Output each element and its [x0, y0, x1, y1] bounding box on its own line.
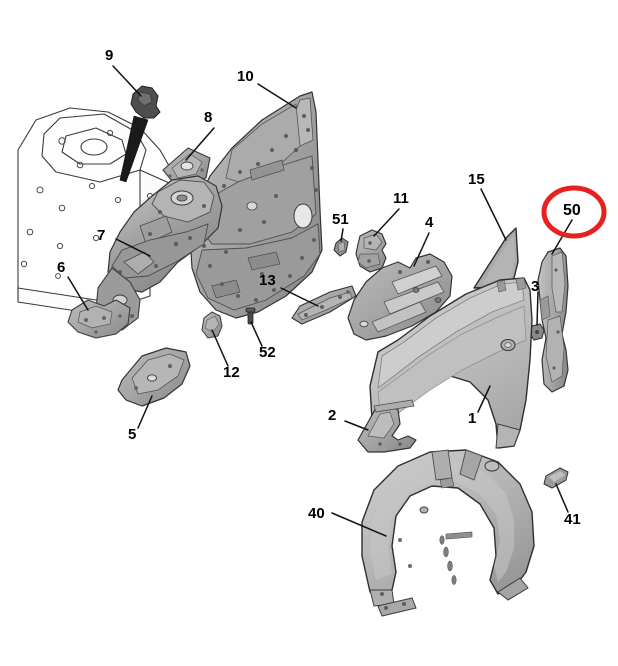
- part-2-lower-bracket[interactable]: [357, 399, 417, 453]
- part-7-suspension-turret-assembly[interactable]: [95, 175, 223, 331]
- callout-label-12[interactable]: 12: [223, 364, 240, 381]
- callout-label-15[interactable]: 15: [468, 171, 485, 188]
- part-50-front-rail-reinforcement[interactable]: [537, 247, 569, 393]
- callout-label-7[interactable]: 7: [97, 227, 106, 244]
- leader-40: [331, 512, 387, 537]
- callout-label-50[interactable]: 50: [563, 202, 581, 219]
- callout-label-11[interactable]: 11: [393, 190, 409, 207]
- part-13-strip-reinforcement[interactable]: [291, 285, 357, 325]
- leader-41: [555, 483, 569, 513]
- callout-label-1[interactable]: 1: [468, 410, 477, 427]
- leader-5: [137, 395, 153, 429]
- callout-label-2[interactable]: 2: [328, 407, 337, 424]
- leader-10: [257, 83, 297, 109]
- leader-4: [413, 232, 430, 267]
- leader-51: [340, 228, 344, 242]
- leader-13: [280, 287, 319, 307]
- leader-lines: [67, 65, 573, 537]
- leader-15: [480, 188, 507, 241]
- leader-1: [477, 385, 491, 413]
- leader-12: [211, 329, 229, 367]
- callout-label-52[interactable]: 52: [259, 344, 276, 361]
- leader-2: [344, 420, 369, 431]
- callout-label-41[interactable]: 41: [564, 511, 581, 528]
- part-11-mounting-bracket[interactable]: [355, 229, 387, 273]
- callout-label-40[interactable]: 40: [308, 505, 325, 522]
- part-10-front-pillar-inner-panel[interactable]: [189, 91, 323, 319]
- part-4-inner-reinforcement-bracket[interactable]: [347, 253, 453, 341]
- part-52-pin-fastener[interactable]: [245, 307, 256, 325]
- callout-label-51[interactable]: 51: [332, 211, 349, 228]
- leader-7: [115, 238, 151, 257]
- part-6-small-gusset[interactable]: [67, 299, 131, 339]
- leader-3: [536, 291, 539, 326]
- part-51-small-stud-clip[interactable]: [333, 237, 349, 257]
- callout-label-3[interactable]: 3: [531, 278, 540, 295]
- callout-label-9[interactable]: 9: [105, 47, 114, 64]
- part-41-liner-clip[interactable]: [543, 467, 569, 489]
- callout-label-5[interactable]: 5: [128, 426, 137, 443]
- part-40-wheel-arch-liner[interactable]: [361, 449, 535, 617]
- callout-label-4[interactable]: 4: [425, 214, 434, 231]
- callout-label-13[interactable]: 13: [259, 272, 276, 289]
- part-15-corner-trim-panel[interactable]: [473, 227, 519, 289]
- leader-8: [185, 127, 215, 161]
- leader-52: [250, 321, 263, 347]
- callout-label-10[interactable]: 10: [237, 68, 254, 85]
- callout-label-8[interactable]: 8: [204, 109, 213, 126]
- highlight-ellipse-50: [541, 185, 607, 239]
- part-12-small-bracket[interactable]: [201, 311, 223, 339]
- callout-label-6[interactable]: 6: [57, 259, 66, 276]
- leader-50: [551, 219, 573, 255]
- leader-11: [373, 208, 400, 237]
- leader-9: [112, 65, 142, 97]
- leader-6: [67, 276, 89, 311]
- part-9-upper-hinge-bracket[interactable]: [119, 85, 161, 183]
- part-5-closing-panel[interactable]: [117, 347, 191, 407]
